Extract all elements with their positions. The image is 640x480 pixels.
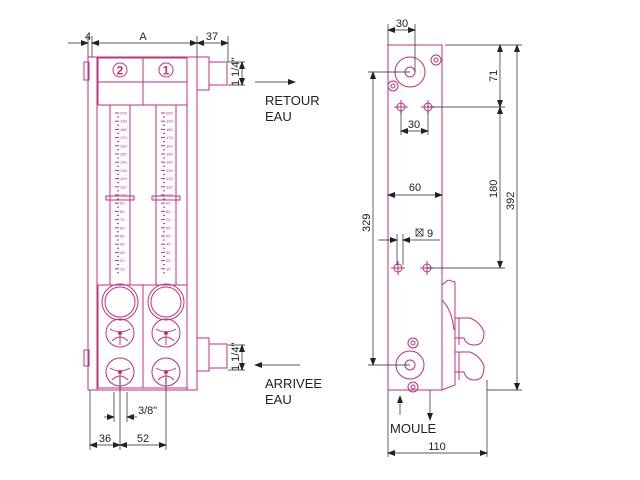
dim-392: 392 — [505, 192, 517, 210]
dim-37: 37 — [206, 31, 218, 43]
dim-52: 52 — [137, 433, 149, 445]
circuit-2-number: 2 — [117, 64, 124, 78]
dim-4: 4 — [85, 31, 91, 43]
scale-label: 20 — [120, 258, 125, 263]
inlet-fitting — [208, 343, 228, 369]
outlet-label-1: RETOUR — [265, 93, 320, 108]
side-view: 30 30 60 9 71 180 392 329 MOULE 110 — [361, 18, 522, 457]
side-tab-bottom — [83, 349, 90, 367]
scale-label: 80 — [120, 209, 125, 214]
scale-label: 90 — [166, 201, 171, 206]
scale-label: 150 — [166, 152, 173, 157]
scale-label: 110 — [166, 184, 173, 189]
dim-hole-spacing: 30 — [408, 119, 420, 131]
flow-scales: 200 190 180 170 160 150 140 130 120 110 100 90 80 70 6… — [115, 111, 173, 274]
circuit-1-badge — [158, 62, 174, 78]
scale-label: 70 — [166, 217, 171, 222]
valves — [101, 283, 185, 387]
scale-label: 30 — [120, 250, 125, 255]
scale-label: 90 — [120, 201, 125, 206]
scale-label: 160 — [120, 143, 127, 148]
inlet-label-1: ARRIVEE — [265, 376, 322, 391]
scale-label: 200 — [120, 111, 127, 116]
bolt-bottom-lower — [407, 381, 419, 393]
scale-label: 10 — [166, 266, 171, 271]
outlet-fitting — [208, 61, 228, 86]
scale-label: 170 — [166, 135, 173, 140]
scale-label: 50 — [166, 234, 171, 239]
outlet-nut — [196, 56, 210, 91]
scale-label: 140 — [120, 160, 127, 165]
circuit-2-badge — [112, 62, 128, 78]
tube-clip-2 — [105, 195, 135, 201]
side-tab-top — [83, 61, 90, 81]
scale-label: 70 — [120, 217, 125, 222]
dim-329: 329 — [361, 214, 373, 232]
dim-a: A — [139, 31, 147, 43]
flow-indicator-window — [101, 283, 139, 321]
scale-label: 40 — [166, 242, 171, 247]
scale-label: 130 — [120, 168, 127, 173]
scale-label: 110 — [120, 184, 127, 189]
inlet-nut — [196, 337, 210, 372]
scale-label: 10 — [120, 266, 125, 271]
scale-label: 100 — [120, 193, 127, 198]
dim-71: 71 — [488, 70, 500, 82]
dim-36: 36 — [99, 433, 111, 445]
scale-label: 50 — [120, 234, 125, 239]
dim-180: 180 — [488, 180, 500, 198]
inlet-label-2: EAU — [265, 392, 292, 407]
thread-top: 1 1/4" — [230, 58, 242, 86]
scale-label: 150 — [120, 152, 127, 157]
dim-hole-size: 9 — [427, 228, 433, 240]
thread-bottom: 1 1/4" — [230, 343, 242, 371]
scale-label: 180 — [166, 127, 173, 132]
mould-label: MOULE — [390, 421, 437, 436]
scale-label: 120 — [166, 176, 173, 181]
square-hole-icon — [415, 228, 424, 237]
front-view: 2 1 200 190 180 170 160 150 140 130 120 110 100 90 8… — [68, 31, 322, 450]
scale-label: 40 — [120, 242, 125, 247]
valve-handle-icon[interactable] — [105, 318, 135, 348]
bolt-bottom-upper — [407, 337, 419, 349]
scale-label: 200 — [166, 111, 173, 116]
mounting-plate — [87, 56, 198, 391]
dim-top-offset: 30 — [396, 18, 408, 30]
scale-label: 60 — [166, 225, 171, 230]
scale-label: 100 — [166, 193, 173, 198]
scale-label: 190 — [120, 119, 127, 124]
valve-block-1 — [142, 284, 188, 389]
scale-label: 160 — [166, 143, 173, 148]
scale-label: 80 — [166, 209, 171, 214]
flow-indicator-window — [147, 283, 185, 321]
dim-depth-110: 110 — [428, 441, 446, 453]
scale-label: 120 — [120, 176, 127, 181]
scale-label: 130 — [166, 168, 173, 173]
valve-handle-icon[interactable] — [151, 318, 181, 348]
scale-label: 180 — [120, 127, 127, 132]
scale-label: 170 — [120, 135, 127, 140]
outlet-label-2: EAU — [265, 109, 292, 124]
mould-clamp — [441, 279, 485, 391]
mounting-hole-icon — [391, 261, 405, 275]
scale-label: 30 — [166, 250, 171, 255]
scale-label: 60 — [120, 225, 125, 230]
scale-label: 190 — [166, 119, 173, 124]
circuit-1-number: 1 — [163, 64, 170, 78]
dim-width-60: 60 — [409, 182, 421, 194]
bolt-top-left — [387, 80, 399, 92]
scale-label: 20 — [166, 258, 171, 263]
dim-pipe: 3/8" — [138, 405, 157, 417]
scale-label: 140 — [166, 160, 173, 165]
bolt-top-right — [430, 54, 442, 66]
tube-clip-1 — [151, 195, 181, 201]
